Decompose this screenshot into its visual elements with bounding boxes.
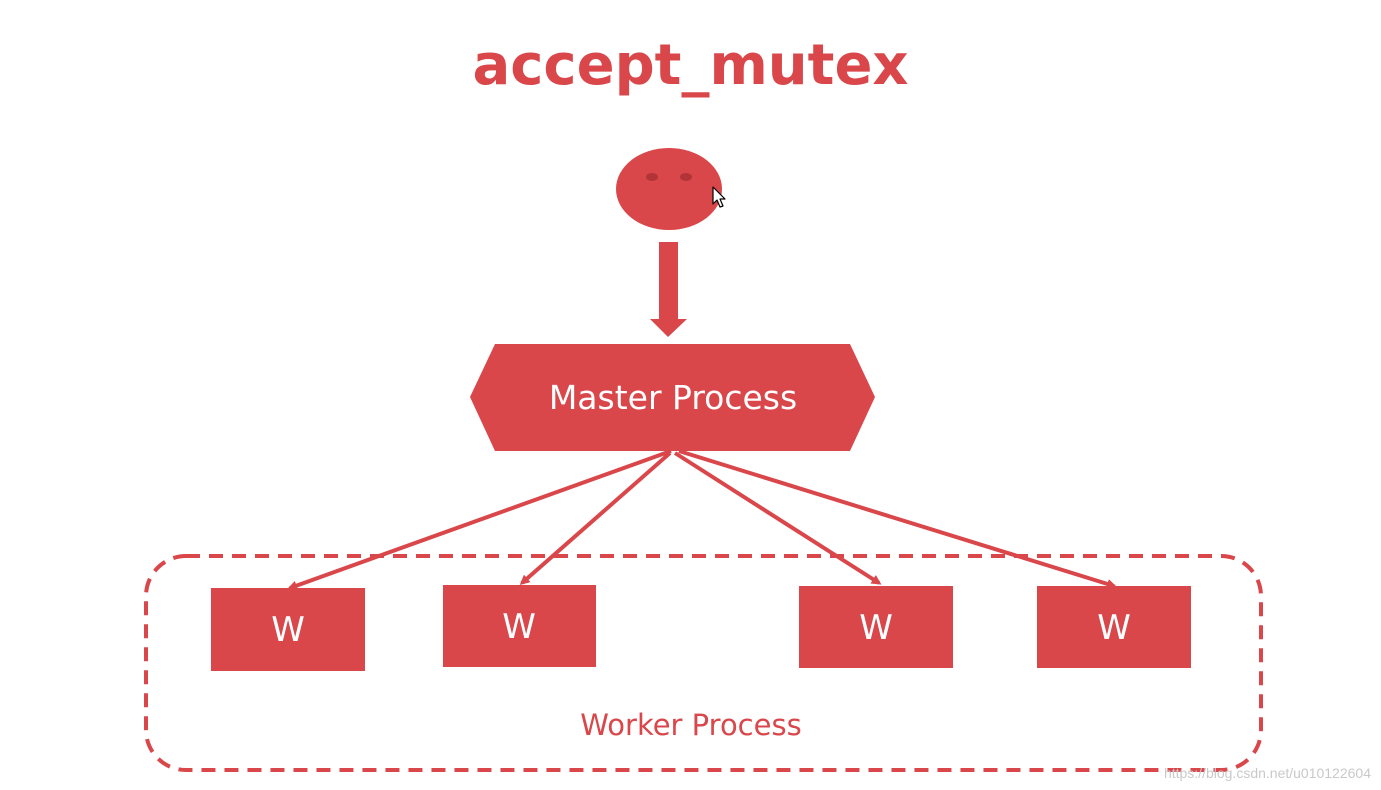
worker-box	[443, 585, 596, 667]
client-right-eye	[680, 173, 692, 181]
master-process-shape	[470, 344, 875, 451]
worker-group-container	[144, 554, 1263, 772]
connector-worker-1	[287, 449, 672, 591]
worker-label: W	[271, 610, 305, 650]
master-to-worker-connectors	[287, 449, 1117, 591]
client-face-icon	[616, 148, 722, 230]
worker-box	[799, 586, 953, 668]
worker-node: W	[799, 586, 953, 668]
down-arrow-head	[650, 319, 687, 337]
master-process-node: Master Process	[470, 344, 875, 451]
down-arrow-shaft	[659, 242, 678, 320]
connector-worker-3	[673, 451, 882, 585]
worker-node: W	[1037, 586, 1191, 668]
master-process-label: Master Process	[549, 378, 797, 417]
client-to-master-arrow	[650, 242, 687, 337]
worker-node: W	[211, 588, 365, 671]
worker-node: W	[443, 585, 596, 667]
mouse-cursor-icon	[712, 186, 726, 208]
worker-label: W	[859, 608, 893, 648]
worker-label: W	[1097, 608, 1131, 648]
client-node	[616, 148, 722, 230]
connector-worker-2	[519, 451, 672, 585]
page-title: accept_mutex	[472, 33, 909, 98]
worker-box	[211, 588, 365, 671]
client-left-eye	[646, 173, 658, 181]
connector-worker-4	[678, 449, 1117, 589]
watermark-text: https://blog.csdn.net/u010122604	[1163, 765, 1371, 781]
worker-label: W	[502, 607, 536, 647]
worker-group-label: Worker Process	[580, 708, 801, 742]
worker-box	[1037, 586, 1191, 668]
